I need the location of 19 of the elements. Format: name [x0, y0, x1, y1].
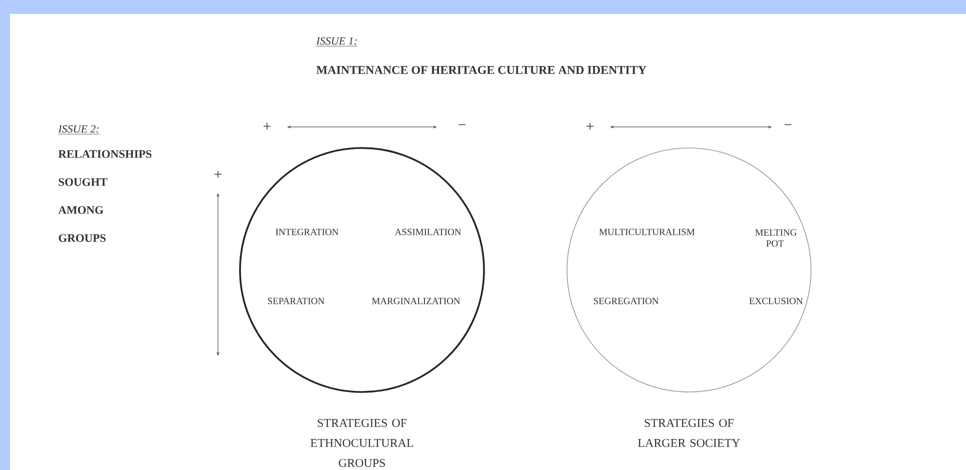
strategy-label: MULTICULTURALISM: [599, 228, 695, 236]
strategy-label: SEGREGATION: [594, 298, 659, 304]
strategy-label: MARGINALIZATION: [372, 298, 460, 304]
node-label: STRATEGIES OF ETHNOCULTURAL GROUPS: [310, 418, 414, 467]
issue-heading: ISSUE 2:: [58, 125, 100, 134]
strategy-label: EXCLUSION: [749, 298, 803, 304]
plus-sign: +: [264, 122, 270, 130]
minus-sign: −: [458, 124, 466, 126]
strategy-label: INTEGRATION: [276, 228, 338, 236]
plus-sign: +: [214, 170, 222, 178]
issue-title: RELATIONSHIPS SOUGHT AMONG GROUPS: [58, 150, 152, 242]
strategy-label: MELTING POT: [755, 229, 797, 247]
strategy-label: SEPARATION: [268, 298, 324, 304]
node-label: STRATEGIES OF LARGER SOCIETY: [638, 418, 740, 447]
issue-title: MAINTENANCE OF HERITAGE CULTURE AND IDENTITY: [316, 66, 646, 74]
strategy-label: ASSIMILATION: [394, 228, 462, 236]
plus-sign: +: [586, 122, 594, 130]
issue-heading: ISSUE 1:: [316, 37, 358, 46]
minus-sign: −: [784, 124, 792, 126]
